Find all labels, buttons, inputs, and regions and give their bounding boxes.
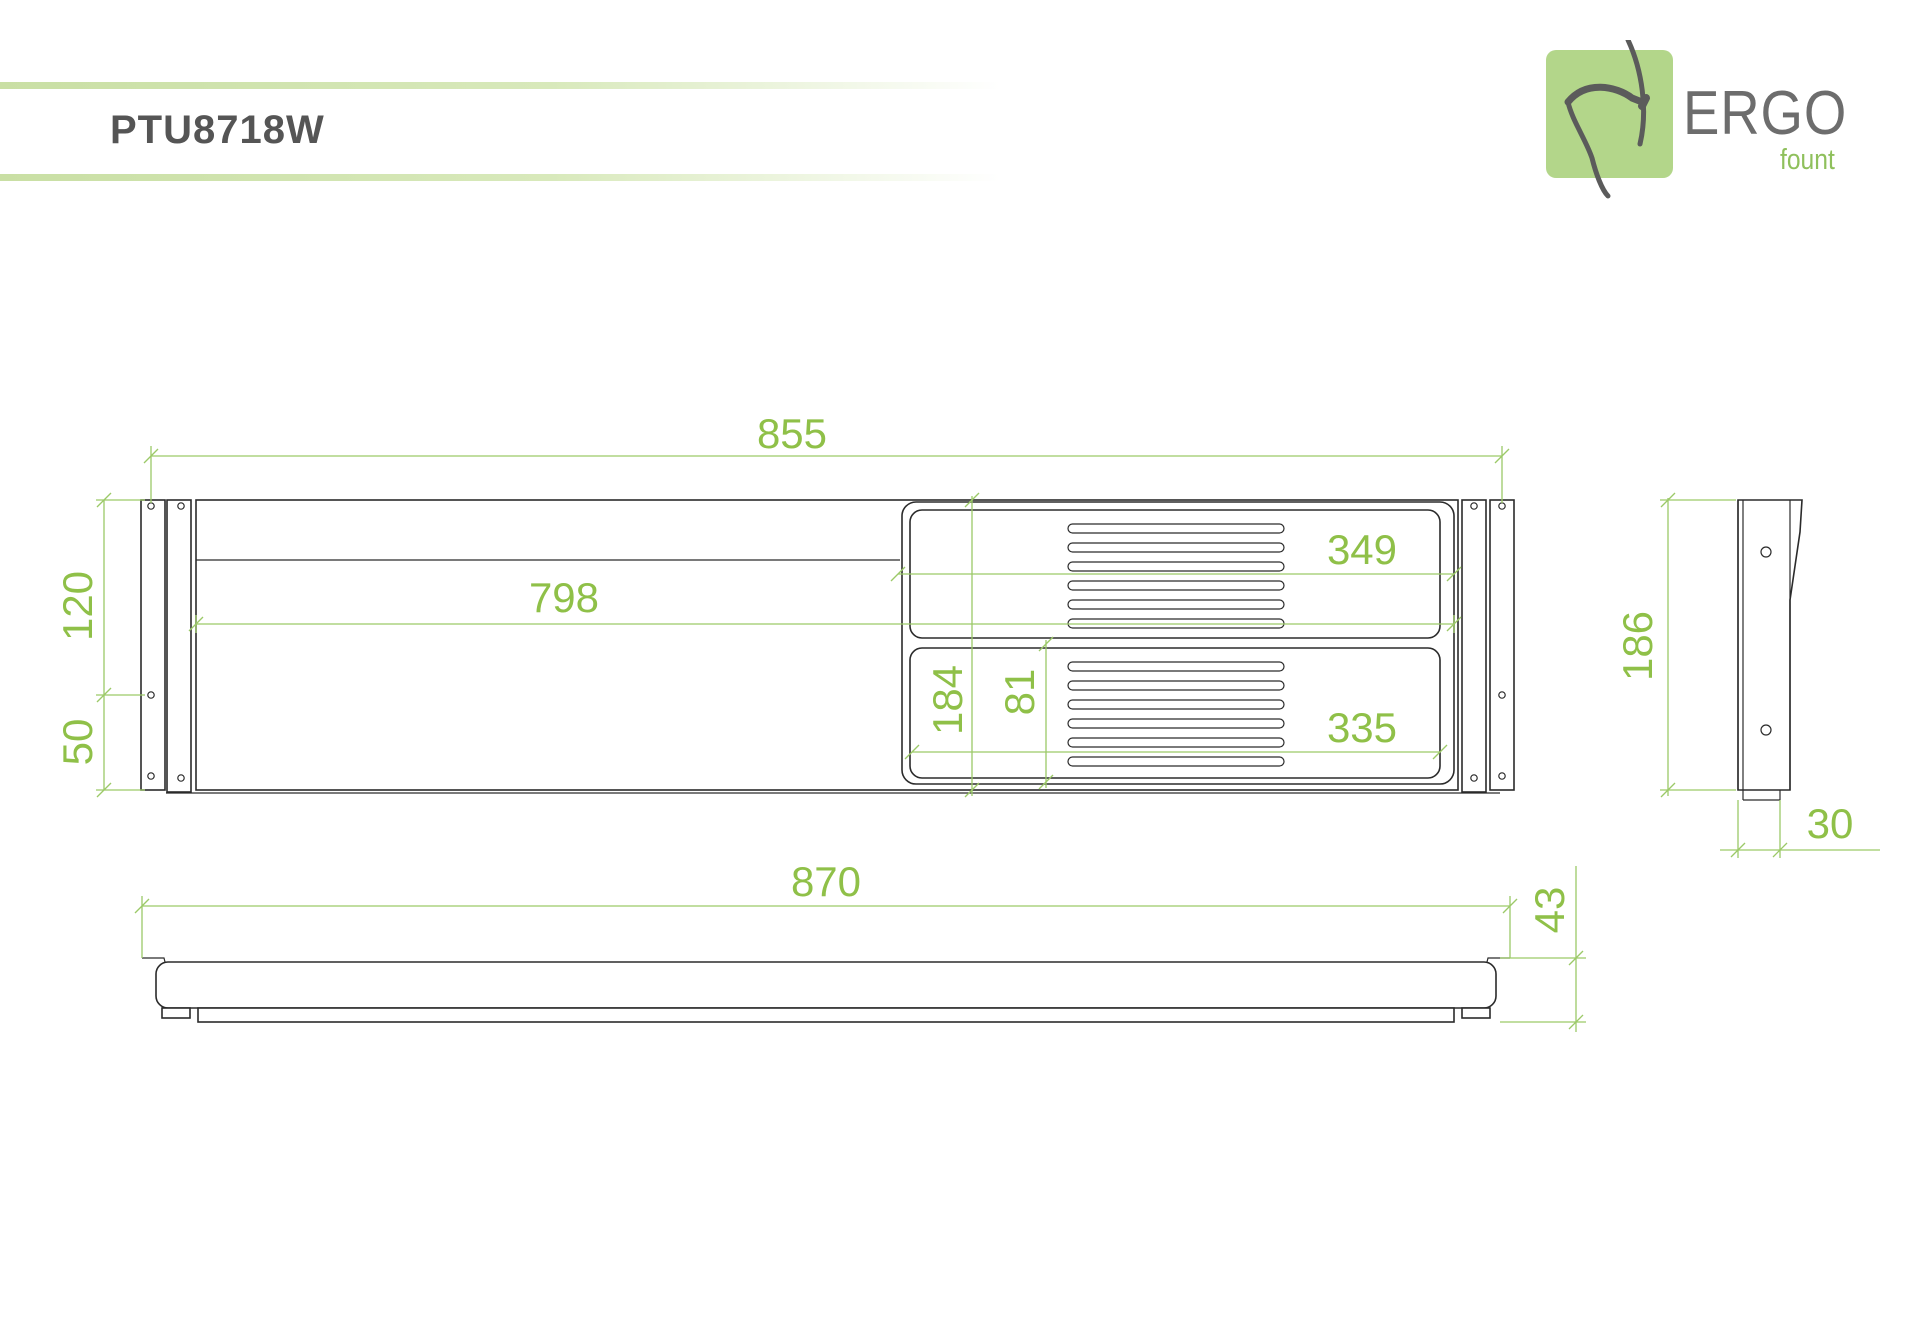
tray-front-profile bbox=[155, 961, 1497, 1009]
dimension-label-30: 30 bbox=[1807, 800, 1854, 847]
vent-slot bbox=[1067, 737, 1285, 748]
vent-slot bbox=[1067, 680, 1285, 691]
mount-hole bbox=[177, 502, 185, 510]
mount-hole bbox=[1498, 691, 1506, 699]
lower-pad-vents bbox=[1067, 661, 1285, 767]
mount-hole bbox=[1470, 502, 1478, 510]
mount-hole bbox=[1498, 772, 1506, 780]
dimension-label-50: 50 bbox=[54, 719, 101, 766]
brand-logo: ERGO fount bbox=[1546, 40, 1866, 210]
front-view bbox=[140, 499, 1515, 794]
bottom-view bbox=[142, 957, 1510, 1023]
logo-subtitle: fount bbox=[1780, 144, 1835, 176]
vent-slot bbox=[1067, 661, 1285, 672]
dimension-label-335: 335 bbox=[1327, 704, 1397, 751]
bottom-view-dimensions: 870 43 bbox=[134, 858, 1586, 1032]
side-view bbox=[1737, 499, 1803, 801]
right-bracket-inner bbox=[1461, 499, 1487, 793]
mount-hole bbox=[147, 691, 155, 699]
dimension-label-855: 855 bbox=[757, 410, 827, 457]
dimension-label-798: 798 bbox=[529, 574, 599, 621]
dimension-label-186: 186 bbox=[1614, 611, 1661, 681]
vent-slot bbox=[1067, 599, 1285, 610]
dimension-label-870: 870 bbox=[791, 858, 861, 905]
side-view-dimensions: 186 30 bbox=[1614, 492, 1880, 858]
vent-slot bbox=[1067, 542, 1285, 553]
header-band-bottom bbox=[0, 174, 1000, 181]
mount-hole bbox=[147, 502, 155, 510]
vent-slot bbox=[1067, 756, 1285, 767]
side-screw bbox=[1760, 724, 1772, 736]
right-foot bbox=[1461, 1007, 1491, 1019]
mount-hole bbox=[1498, 502, 1506, 510]
mount-hole bbox=[1470, 774, 1478, 782]
side-profile bbox=[1737, 499, 1803, 791]
vent-slot bbox=[1067, 718, 1285, 729]
vent-slot bbox=[1067, 580, 1285, 591]
vent-slot bbox=[1067, 561, 1285, 572]
side-screw bbox=[1760, 546, 1772, 558]
vent-slot bbox=[1067, 699, 1285, 710]
header-band-top bbox=[0, 82, 1000, 89]
logo-figure-icon bbox=[1564, 40, 1650, 199]
dimension-label-184: 184 bbox=[924, 665, 971, 735]
left-bracket-inner bbox=[166, 499, 192, 793]
logo-mark-background bbox=[1546, 50, 1673, 178]
front-view-dimensions: 855 798 349 335 184 81 120 bbox=[54, 410, 1510, 798]
right-bracket-outer bbox=[1489, 499, 1515, 791]
model-title: PTU8718W bbox=[110, 108, 325, 152]
dimension-label-120: 120 bbox=[54, 571, 101, 641]
vent-slot bbox=[1067, 523, 1285, 534]
mount-hole bbox=[177, 774, 185, 782]
logo-wordmark: ERGO bbox=[1683, 79, 1848, 148]
mount-hole bbox=[147, 772, 155, 780]
tray-lower-lip bbox=[197, 1007, 1455, 1023]
dimension-label-349: 349 bbox=[1327, 526, 1397, 573]
left-foot bbox=[161, 1007, 191, 1019]
dimension-label-43: 43 bbox=[1526, 887, 1573, 934]
dimension-label-81: 81 bbox=[996, 669, 1043, 716]
lower-pad bbox=[909, 647, 1441, 779]
left-bracket-outer bbox=[140, 499, 166, 791]
